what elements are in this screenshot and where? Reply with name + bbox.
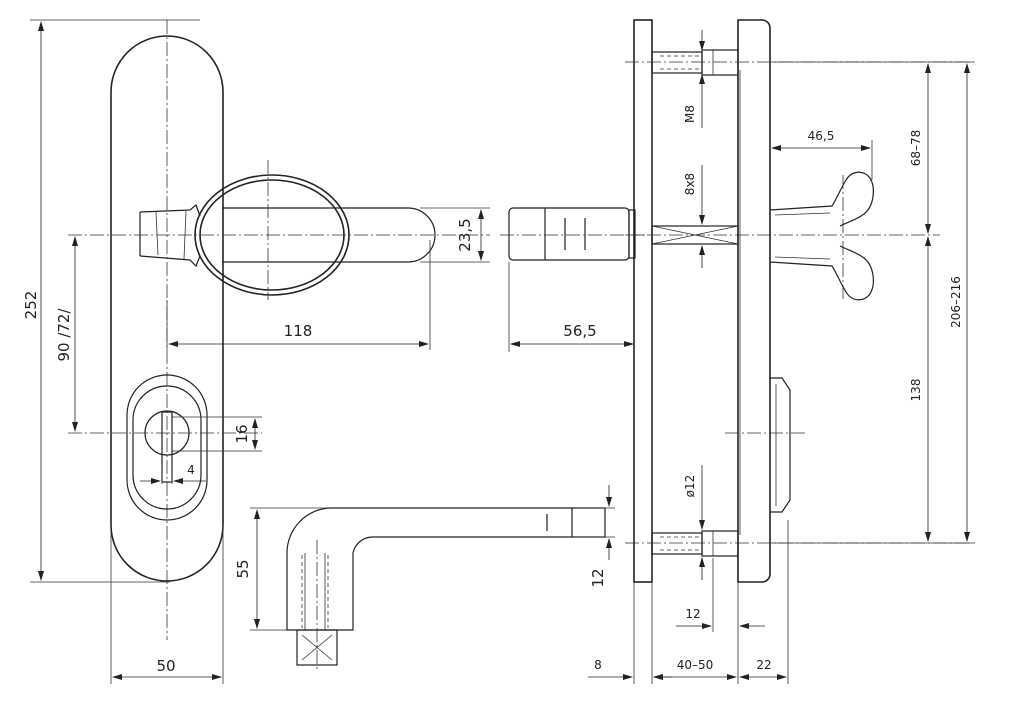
dim-label-door-thickness: 40–50 — [677, 658, 714, 672]
dim-handle-projection: 46,5 — [771, 129, 873, 180]
dim-label-screw-thread: M8 — [683, 105, 697, 123]
dim-label-key-height: 55 — [234, 559, 252, 578]
knob-side-view — [500, 207, 645, 352]
dim-cylinder-slot: 4 — [140, 463, 206, 484]
lever-key-view — [250, 507, 615, 670]
dim-label-overall-height: 252 — [22, 291, 40, 320]
dim-overall-height: 252 — [22, 21, 44, 581]
dim-top-range: 68–78 — [909, 63, 931, 234]
dim-label-square-spindle: 8x8 — [683, 173, 697, 195]
dim-pin-diameter: ø12 — [683, 465, 705, 580]
backplate-front-view — [30, 19, 490, 640]
dim-key-distance: 90 /72/ — [55, 236, 78, 432]
dim-door-thickness: 40–50 — [653, 658, 737, 680]
dim-inner-plate: 22 — [739, 658, 787, 680]
dim-knob-diameter: 23,5 — [420, 207, 490, 263]
dim-handle-length: 118 — [166, 240, 431, 350]
dim-label-cylinder-slot: 4 — [187, 463, 195, 477]
dim-label-key-thickness: 12 — [589, 568, 607, 587]
dim-label-outer-plate: 8 — [594, 658, 602, 672]
dim-key-height: 55 — [234, 509, 260, 629]
dim-label-handle-length: 118 — [284, 322, 313, 340]
dim-label-pin-diameter: ø12 — [683, 475, 697, 498]
dim-outer-plate: 8 — [588, 658, 672, 680]
dim-label-pin-length: 12 — [685, 607, 700, 621]
dim-backplate-width: 50 — [110, 525, 224, 684]
dim-square-spindle: 8x8 — [683, 165, 705, 268]
dim-cylinder-hole: 16 — [172, 416, 262, 452]
dim-label-handle-projection: 46,5 — [808, 129, 835, 143]
dim-key-thickness: 12 — [589, 485, 612, 588]
dim-label-key-distance: 90 /72/ — [55, 308, 73, 362]
dim-label-knob-projection: 56,5 — [563, 322, 596, 340]
dim-label-cylinder-hole: 16 — [233, 424, 251, 443]
dim-screw-thread: M8 — [683, 30, 705, 128]
dim-knob-projection: 56,5 — [510, 322, 634, 347]
dim-label-total-range: 206–216 — [949, 276, 963, 328]
dim-label-inner-plate: 22 — [756, 658, 771, 672]
dim-label-backplate-width: 50 — [156, 657, 175, 675]
dim-label-knob-diameter: 23,5 — [456, 218, 474, 251]
dim-total-range: 206–216 — [949, 63, 970, 542]
dim-lower-distance: 138 — [909, 236, 931, 542]
section-view — [625, 19, 975, 684]
dim-label-lower-distance: 138 — [909, 379, 923, 402]
dim-pin-length: 12 — [676, 558, 765, 632]
dim-label-top-range: 68–78 — [909, 130, 923, 167]
